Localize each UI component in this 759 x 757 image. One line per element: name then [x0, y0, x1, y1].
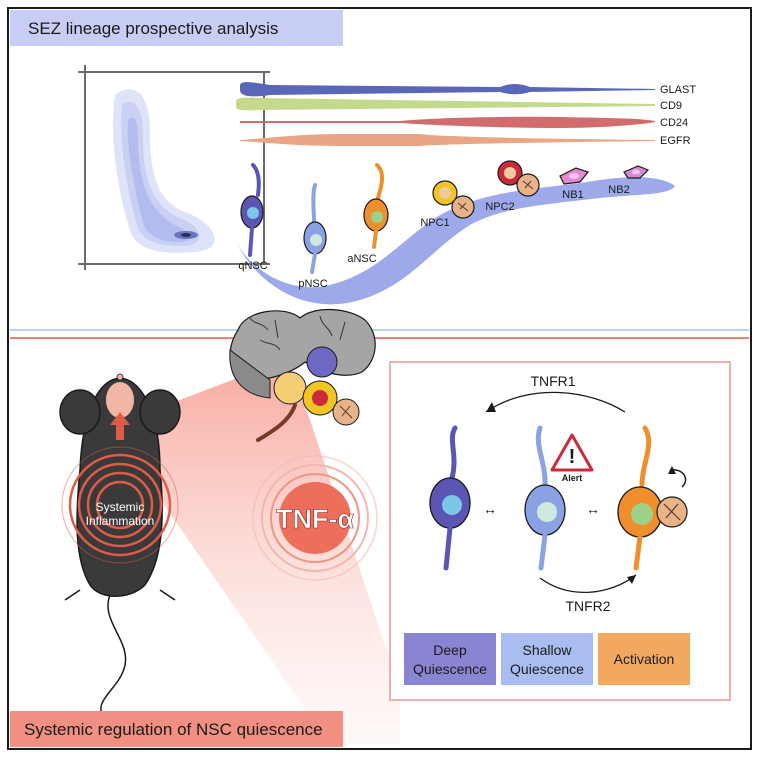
cell-label-npc2: NPC2 — [485, 201, 514, 213]
cell-label-pnsc: pNSC — [298, 278, 327, 290]
transition-arrow-1: ↔ — [483, 501, 497, 517]
inflammation-label-1: Systemic — [96, 500, 145, 514]
tnfr2-arrow — [539, 574, 637, 594]
alert-icon: ! Alert — [550, 433, 594, 483]
lineage-wave — [235, 177, 675, 305]
egfr-band — [240, 134, 655, 146]
inflammation-label-2: Inflammation — [86, 514, 155, 528]
cell-qnsc: qNSC — [238, 163, 268, 272]
cell-npc1: NPC1 — [420, 180, 475, 229]
cell-label-npc1: NPC1 — [420, 217, 449, 229]
tnf-alpha-label: TNF-α — [276, 504, 354, 534]
cell-deep-quiescence — [429, 425, 471, 571]
marker-label-egfr: EGFR — [660, 135, 691, 147]
legend: Deep Quiescence Shallow Quiescence Activ… — [404, 633, 690, 685]
legend-activation — [598, 633, 690, 685]
bottom-title-box — [10, 711, 343, 747]
cell-nb1: NB1 — [559, 167, 590, 201]
bottom-section: Systemic Inflammation TNF-α TNFR1 TNFR2 — [10, 308, 731, 747]
tnfr2-label: TNFR2 — [565, 598, 610, 614]
cell-label-qnsc: qNSC — [238, 260, 267, 272]
glast-band — [240, 82, 655, 97]
flow-plot — [78, 65, 270, 270]
legend-shallow-line2: Quiescence — [510, 661, 584, 677]
cell-activation — [617, 425, 688, 571]
tnfr1-label: TNFR1 — [530, 373, 575, 389]
top-title: SEZ lineage prospective analysis — [28, 19, 278, 38]
top-title-box — [10, 10, 343, 46]
cd24-band — [240, 116, 655, 128]
cell-npc2: NPC2 — [485, 160, 540, 213]
cell-ansc: aNSC — [347, 163, 389, 265]
marker-label-cd24: CD24 — [660, 117, 688, 129]
cell-label-nb2: NB2 — [608, 184, 629, 196]
tnf-alpha-signal: TNF-α — [252, 455, 378, 581]
legend-deep-quiescence — [404, 633, 496, 685]
marker-label-glast: GLAST — [660, 84, 696, 96]
marker-bands: GLAST CD9 CD24 EGFR — [236, 82, 696, 147]
transition-arrow-2: ↔ — [586, 501, 600, 517]
cell-shallow-quiescence — [524, 425, 566, 571]
legend-deep-line1: Deep — [433, 642, 467, 658]
legend-shallow-line1: Shallow — [522, 642, 572, 658]
projection-cone — [140, 360, 400, 745]
cell-nb2: NB2 — [608, 165, 650, 196]
cell-pnsc: pNSC — [298, 183, 328, 290]
legend-shallow-quiescence — [501, 633, 593, 685]
mouse-illustration: Systemic Inflammation — [59, 373, 181, 721]
cell-label-nb1: NB1 — [562, 189, 583, 201]
legend-activation-label: Activation — [614, 651, 675, 667]
bottom-title: Systemic regulation of NSC quiescence — [24, 720, 323, 739]
marker-label-cd9: CD9 — [660, 100, 682, 112]
cd9-band — [236, 97, 655, 111]
alert-label: Alert — [562, 473, 583, 483]
cell-label-ansc: aNSC — [347, 253, 376, 265]
svg-text:!: ! — [569, 446, 576, 468]
top-section: SEZ lineage prospective analysis GLAST C… — [10, 10, 696, 305]
legend-deep-line2: Quiescence — [413, 661, 487, 677]
brain-slice — [229, 308, 376, 442]
tnfr1-arrow — [485, 391, 626, 413]
